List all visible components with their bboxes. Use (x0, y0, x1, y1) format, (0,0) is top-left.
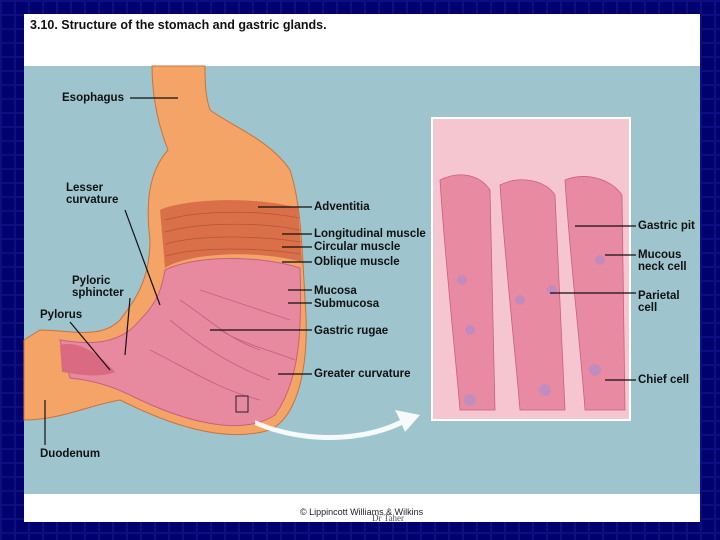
label-mucous-neck-cell: Mucous neck cell (638, 249, 687, 273)
label-chief-cell: Chief cell (638, 374, 690, 386)
label-greater-curvature: Greater curvature (314, 368, 411, 380)
label-circular-muscle: Circular muscle (314, 241, 401, 253)
copyright-credit: © Lippincott Williams & Wilkins (300, 507, 424, 517)
label-longitudinal-muscle: Longitudinal muscle (314, 228, 426, 240)
label-gastric-rugae: Gastric rugae (314, 325, 389, 337)
label-lesser-curvature: Lesser curvature (66, 182, 119, 206)
label-duodenum: Duodenum (40, 448, 101, 460)
label-submucosa: Submucosa (314, 298, 380, 310)
figure-title: 3.10. Structure of the stomach and gastr… (30, 18, 327, 32)
author-overlay: Dr Taher (372, 513, 404, 523)
magnified-region-box (235, 395, 249, 413)
pylorus-opening (60, 344, 115, 376)
label-esophagus: Esophagus (62, 92, 124, 104)
label-oblique-muscle: Oblique muscle (314, 256, 400, 268)
label-gastric-pit: Gastric pit (638, 220, 695, 232)
muscle-layers (160, 200, 302, 268)
label-mucosa: Mucosa (314, 285, 357, 297)
label-adventitia: Adventitia (314, 201, 370, 213)
leader-lines (44, 97, 636, 445)
stomach-mucosa (59, 258, 302, 427)
magnify-arrow (255, 410, 420, 440)
label-parietal-cell: Parietal cell (638, 290, 680, 314)
label-pylorus: Pylorus (40, 309, 83, 321)
label-pyloric-sphincter: Pyloric sphincter (72, 275, 124, 299)
gastric-rugae-folds (149, 289, 296, 401)
muscle-fibers (164, 211, 302, 257)
